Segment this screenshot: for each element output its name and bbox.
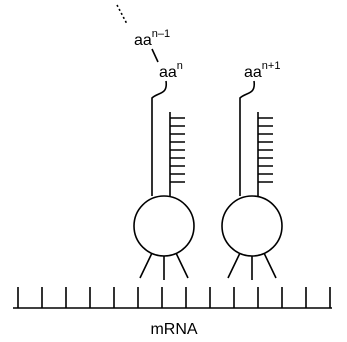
trna-left	[133, 80, 195, 280]
mrna-strand	[13, 287, 332, 309]
trna-left-base-pairs	[170, 117, 185, 183]
trna-right-base-pairs	[258, 117, 273, 183]
trna-left-anticodon	[139, 252, 189, 280]
peptide-chain-continuation	[116, 4, 128, 25]
trna-right	[221, 80, 283, 280]
trna-right-acceptor-stem	[239, 80, 256, 196]
amino-acid-prev-label: aan–1	[134, 28, 170, 49]
trna-right-loop	[221, 195, 283, 257]
amino-acid-next-label: aan+1	[244, 60, 280, 81]
trna-left-rungs	[170, 117, 185, 183]
trna-right-anticodon	[227, 252, 277, 280]
amino-acid-current-label: aan	[159, 60, 183, 81]
trna-left-loop	[133, 195, 195, 257]
mrna-label: mRNA	[150, 321, 197, 338]
trna-right-rungs	[258, 117, 273, 183]
peptide-bond	[151, 48, 159, 63]
mrna-bases	[17, 287, 331, 308]
trna-left-acceptor-stem	[151, 80, 168, 196]
